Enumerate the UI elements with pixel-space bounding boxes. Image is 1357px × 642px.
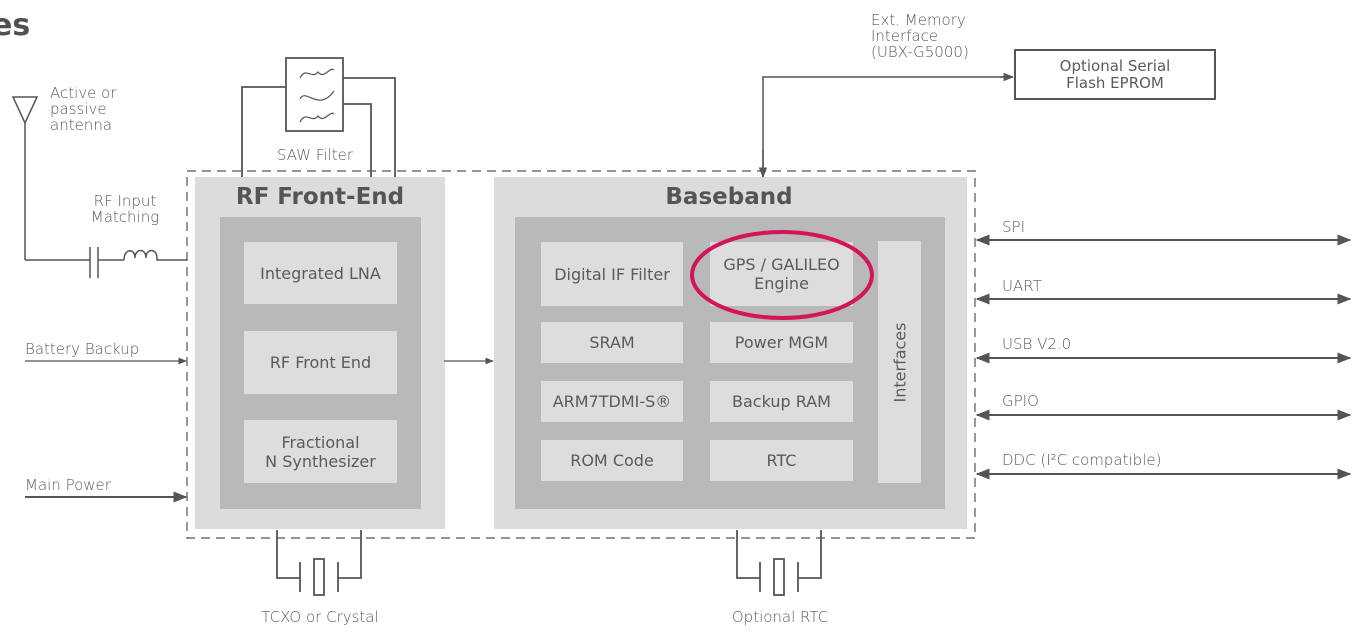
main-power-label: Main Power [25,476,111,494]
ext-memory-line-text: (UBX-G5000) [871,43,969,61]
rf-cell-integrated-lna: Integrated LNA [244,242,397,304]
rf-cell-line: N Synthesizer [265,451,376,471]
optional-serial-flash-eprom-box: Optional Serial Flash EPROM [1014,49,1216,100]
ext-memory-line [762,76,1013,177]
rf-cell-rf-front-end: RF Front End [244,331,397,394]
antenna-label: Active or passive antenna [50,85,117,133]
baseband-cell-rom-code: ROM Code [541,440,683,481]
rf-cell-fractional-n-synthesizer: Fractional N Synthesizer [244,420,397,483]
baseband-cell-gps-galileo-engine: GPS / GALILEO Engine [710,242,853,306]
tcxo-label: TCXO or Crystal [261,608,379,626]
rf-input-matching-circuit [25,247,187,278]
antenna-label-line: antenna [50,116,113,134]
battery-backup-label: Battery Backup [25,340,140,358]
ext-memory-line-text: Interface [871,27,939,45]
io-port-arrows [975,234,1352,480]
module-dashed-outline [186,170,976,539]
cell-line: Engine [754,274,809,293]
ext-memory-line-text: Ext. Memory [871,11,966,29]
saw-filter-label: SAW Filter [277,146,353,164]
baseband-cell-digital-if-filter: Digital IF Filter [541,242,683,306]
optional-rtc-crystal-icon [736,530,822,596]
rf-input-matching-label: RF Input Matching [70,193,180,225]
antenna-label-line: passive [50,100,107,118]
gps-engine-highlight-ellipse [690,230,874,320]
optional-rtc-label: Optional RTC [731,608,829,626]
flash-box-line: Optional Serial [1059,56,1171,75]
baseband-cell-power-mgm: Power MGM [710,322,853,363]
ext-memory-label: Ext. Memory Interface (UBX-G5000) [871,12,969,60]
rf-front-end-title: RF Front-End [235,184,405,210]
antenna-icon [11,96,39,260]
flash-box-line: Flash EPROM [1066,73,1164,92]
rf-cell-line: Fractional [281,432,360,452]
baseband-cell-backup-ram: Backup RAM [710,381,853,422]
cell-line: GPS / GALILEO [723,255,840,274]
io-label-spi: SPI [1002,218,1025,236]
io-label-ddc: DDC (I²C compatible) [1002,451,1162,469]
baseband-interfaces-column: Interfaces [878,241,921,483]
io-label-uart: UART [1002,277,1042,295]
baseband-cell-sram: SRAM [541,322,683,363]
tcxo-crystal-icon [276,530,362,596]
antenna-label-line: Active or [50,84,117,102]
rf-input-line: Matching [90,208,160,226]
baseband-cell-arm7tdmi: ARM7TDMI-S® [541,381,683,422]
io-label-usb: USB V2.0 [1002,335,1072,353]
baseband-title: Baseband [665,184,793,210]
saw-filter-icon [241,57,396,177]
page-heading-fragment: es [0,8,31,43]
rf-input-line: RF Input [93,192,157,210]
baseband-cell-rtc: RTC [710,440,853,481]
io-label-gpio: GPIO [1002,392,1039,410]
